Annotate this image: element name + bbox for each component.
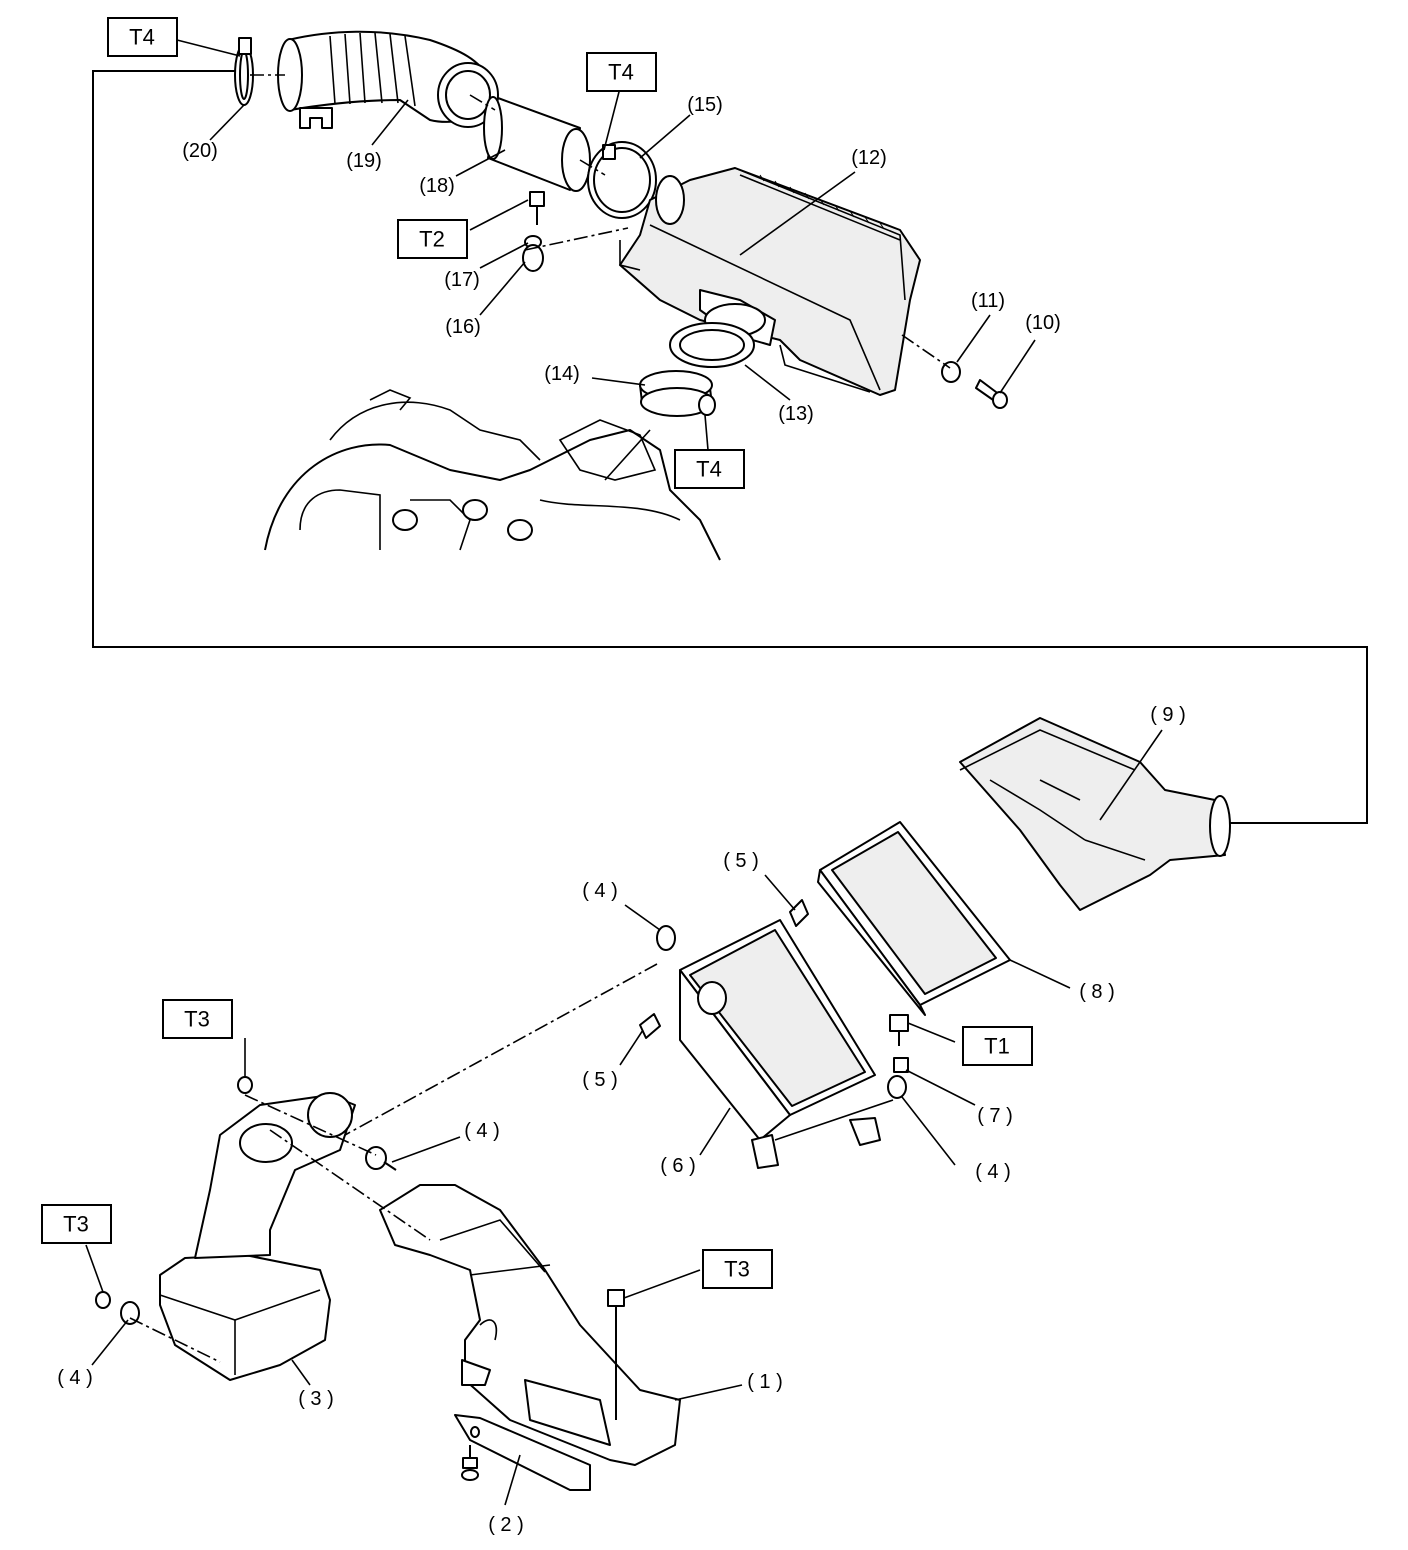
leader-lines [85, 39, 1163, 1506]
torque-box-t4-top-center: T4 [586, 52, 657, 92]
torque-box-t4-top-left: T4 [107, 17, 178, 57]
part-label-15: (15) [687, 94, 723, 116]
part-label-4-mid: ( 4 ) [464, 1120, 500, 1142]
bolt-t3-upper [237, 1076, 253, 1094]
alignment-line-3 [269, 1129, 431, 1241]
torque-label: T3 [63, 1212, 89, 1237]
part-label-19: (19) [346, 150, 382, 172]
part-label-3: ( 3 ) [298, 1388, 334, 1410]
part-label-4-top: ( 4 ) [582, 880, 618, 902]
part-2-bolt [461, 1445, 479, 1481]
torque-box-t3-right: T3 [702, 1249, 773, 1289]
part-15-hose-clamp [587, 141, 657, 219]
part-5-clip-lower [639, 1013, 661, 1039]
torque-box-t3-upper: T3 [162, 999, 233, 1039]
alignment-line-9 [579, 159, 606, 176]
routing-line [92, 70, 1368, 824]
alignment-line-2 [244, 1094, 377, 1156]
part-4-grommet-right [887, 1075, 907, 1099]
part-16-17-bolt-cushion [522, 191, 545, 272]
part-13-gasket [669, 322, 755, 368]
part-label-9: ( 9 ) [1150, 704, 1186, 726]
part-label-5-upper: ( 5 ) [723, 850, 759, 872]
part-20-hose-clamp [234, 37, 254, 106]
part-label-20: (20) [182, 140, 218, 162]
part-label-2: ( 2 ) [488, 1514, 524, 1536]
part-7-collar [893, 1057, 909, 1073]
part-19-intake-duct-boot [277, 30, 501, 129]
part-label-4-right: ( 4 ) [975, 1161, 1011, 1183]
part-label-7: ( 7 ) [977, 1105, 1013, 1127]
torque-label: T4 [129, 25, 155, 50]
torque-label: T4 [608, 60, 634, 85]
part-4-grommet-mid [365, 1146, 397, 1171]
torque-label: T1 [984, 1034, 1010, 1059]
part-18-resonator-sleeve [483, 96, 591, 192]
part-4-grommet-left [120, 1301, 140, 1325]
part-label-6: ( 6 ) [660, 1155, 696, 1177]
part-label-13: (13) [778, 403, 814, 425]
part-4-grommet-top [656, 925, 676, 951]
part-3-resonator-chamber [159, 1092, 356, 1381]
torque-box-t3-left: T3 [41, 1204, 112, 1244]
part-12-air-cleaner-upper-case [619, 167, 921, 396]
part-label-8: ( 8 ) [1079, 981, 1115, 1003]
torque-label: T3 [724, 1257, 750, 1282]
alignment-line-8 [469, 94, 496, 111]
alignment-line-5 [524, 227, 629, 251]
part-label-12: (12) [851, 147, 887, 169]
part-label-4-left: ( 4 ) [57, 1367, 93, 1389]
part-6-air-cleaner-lower-case [679, 919, 881, 1169]
part-10-11-bolt-grommet [941, 361, 1008, 409]
part-9-air-intake-duct [959, 717, 1231, 911]
torque-label: T3 [184, 1007, 210, 1032]
torque-box-t4-mid: T4 [674, 449, 745, 489]
alignment-line-1 [344, 963, 658, 1136]
part-label-1: ( 1 ) [747, 1371, 783, 1393]
part-label-16: (16) [445, 316, 481, 338]
torque-label: T4 [696, 457, 722, 482]
part-8-air-cleaner-element [817, 821, 1011, 1016]
part-label-10: (10) [1025, 312, 1061, 334]
torque-box-t2: T2 [397, 219, 468, 259]
alignment-line-6 [901, 334, 951, 369]
bolt-t3-left [95, 1291, 111, 1309]
part-2-heat-shield [454, 1414, 591, 1491]
part-5-clip-upper [789, 899, 809, 927]
part-14-adapter-ring [639, 370, 716, 417]
part-label-17: (17) [444, 269, 480, 291]
alignment-line-4 [129, 1317, 221, 1363]
part-label-11: (11) [971, 290, 1005, 312]
part-1-air-intake-duct [379, 1184, 681, 1466]
engine-intake-manifold [264, 389, 721, 561]
part-label-5-lower: ( 5 ) [582, 1069, 618, 1091]
bolt-t1 [889, 1014, 909, 1046]
part-12-hatch-detail [759, 174, 885, 230]
part-label-18: (18) [419, 175, 455, 197]
part-label-14: (14) [544, 363, 580, 385]
torque-label: T2 [419, 227, 445, 252]
torque-box-t1: T1 [962, 1026, 1033, 1066]
